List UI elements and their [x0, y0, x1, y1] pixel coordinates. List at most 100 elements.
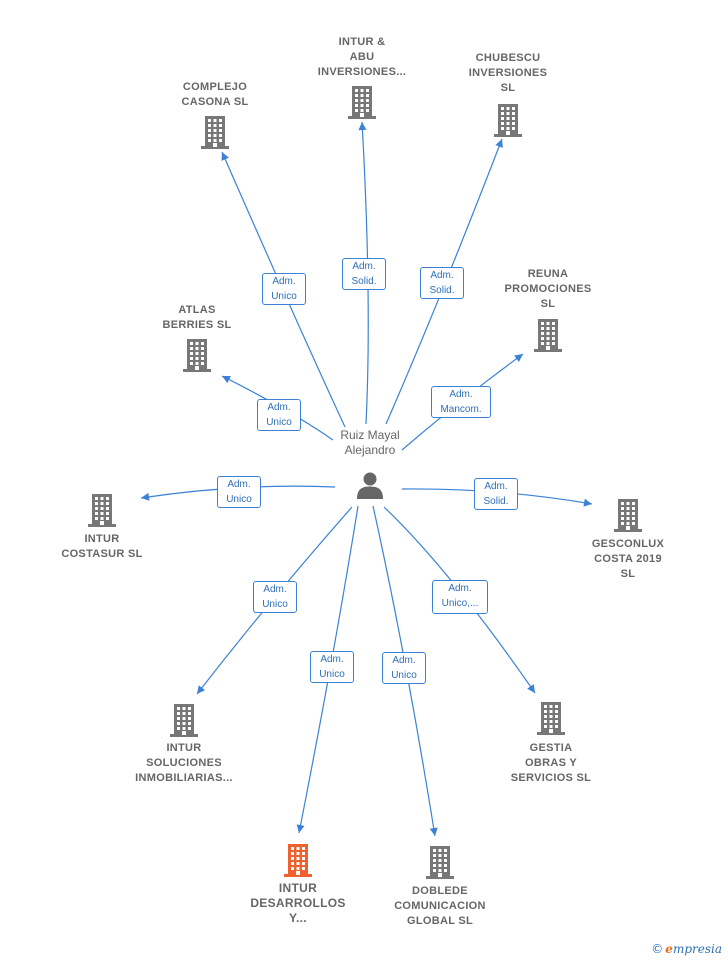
center-person-name-line-1: Ruiz Mayal: [340, 428, 400, 442]
arrowhead-intur-abu: [358, 122, 367, 131]
arrowhead-gesconlux: [583, 498, 592, 507]
building-icon[interactable]: [181, 337, 213, 373]
role-badge-intur-abu[interactable]: Adm. Solid.: [342, 258, 386, 290]
company-label-line: BERRIES SL: [162, 319, 232, 331]
role-badge-line: Unico: [262, 599, 288, 610]
company-label-line: ATLAS: [178, 304, 216, 316]
role-badge-line: Solid.: [429, 285, 455, 296]
building-icon[interactable]: [535, 700, 567, 736]
role-badge-line: Solid.: [351, 276, 377, 287]
building-icon[interactable]: [424, 844, 456, 880]
role-badge-line: Unico: [271, 291, 297, 302]
role-badge-line: Solid.: [483, 496, 509, 507]
company-label-soluciones[interactable]: INTUR SOLUCIONES INMOBILIARIAS...: [109, 741, 259, 786]
company-label-line: COMUNICACION: [394, 900, 486, 912]
company-label-chubescu[interactable]: CHUBESCU INVERSIONES SL: [433, 51, 583, 96]
role-badge-line: Adm.: [449, 389, 473, 400]
role-badge-atlas[interactable]: Adm. Unico: [257, 399, 301, 431]
building-icon[interactable]: [492, 102, 524, 138]
company-label-line: ABU: [349, 51, 375, 63]
role-badge-line: Adm.: [320, 654, 344, 665]
company-label-line: COSTA 2019: [594, 553, 662, 565]
company-label-line: CHUBESCU: [475, 52, 541, 64]
company-label-line: INMOBILIARIAS...: [135, 772, 233, 784]
role-badge-line: Adm.: [484, 481, 508, 492]
company-label-intur-abu[interactable]: INTUR & ABU INVERSIONES...: [287, 35, 437, 80]
arrowhead-doblede: [429, 827, 438, 836]
company-label-line: INTUR: [84, 533, 120, 545]
role-badge-line: Adm.: [352, 261, 376, 272]
building-icon[interactable]: [86, 492, 118, 528]
building-icon[interactable]: [168, 702, 200, 738]
copyright-symbol: ©: [651, 942, 664, 956]
role-badge-desarrollos[interactable]: Adm.Unico: [310, 651, 354, 683]
role-badge-line: Adm.: [272, 276, 296, 287]
role-badge-complejo[interactable]: Adm. Unico: [262, 273, 306, 305]
arrowhead-soluciones: [197, 685, 206, 694]
company-label-line: SL: [620, 568, 636, 580]
company-label-line: INVERSIONES...: [317, 66, 407, 78]
company-label-line: GLOBAL SL: [406, 915, 474, 927]
company-label-atlas[interactable]: ATLAS BERRIES SL: [122, 303, 272, 333]
role-badge-gestia[interactable]: Adm. Unico,...: [432, 580, 488, 614]
building-icon[interactable]: [282, 842, 314, 878]
arrowhead-desarrollos: [296, 824, 305, 833]
company-label-line: SERVICIOS SL: [510, 772, 592, 784]
role-badge-costasur[interactable]: Adm. Unico: [217, 476, 261, 508]
building-icon[interactable]: [199, 114, 231, 150]
building-icon[interactable]: [532, 317, 564, 353]
edge-complejo: [221, 151, 346, 428]
role-badge-line: Mancom.: [440, 404, 482, 415]
role-badge-gesconlux[interactable]: Adm. Solid.: [474, 478, 518, 510]
role-badge-soluciones[interactable]: Adm. Unico: [253, 581, 297, 613]
company-label-line: Y...: [289, 911, 307, 925]
person-icon[interactable]: [355, 470, 385, 500]
company-label-line: INTUR &: [338, 36, 386, 48]
role-badge-line: Adm.: [267, 402, 291, 413]
company-label-line: GESCONLUX: [591, 538, 665, 550]
company-label-reuna[interactable]: REUNA PROMOCIONES SL: [473, 267, 623, 312]
arrowhead-complejo: [221, 152, 229, 161]
building-icon[interactable]: [612, 497, 644, 533]
role-badge-line: Unico,...: [441, 598, 479, 609]
company-label-line: SL: [540, 298, 556, 310]
company-label-line: COSTASUR SL: [61, 548, 143, 560]
role-badge-line: Adm.: [227, 479, 251, 490]
role-badge-line: Adm.: [392, 655, 416, 666]
company-label-doblede[interactable]: DOBLEDE COMUNICACION GLOBAL SL: [365, 884, 515, 929]
company-label-line: INVERSIONES: [468, 67, 548, 79]
company-label-costasur[interactable]: INTUR COSTASUR SL: [27, 532, 177, 562]
role-badge-line: Adm.: [263, 584, 287, 595]
role-badge-line: Unico: [266, 417, 292, 428]
company-label-gestia[interactable]: GESTIA OBRAS Y SERVICIOS SL: [476, 741, 626, 786]
arrowhead-chubescu: [495, 139, 503, 148]
company-label-line: SOLUCIONES: [146, 757, 222, 769]
role-badge-doblede[interactable]: Adm. Unico: [382, 652, 426, 684]
company-label-line: COMPLEJO: [182, 81, 248, 93]
empresia-brand[interactable]: ©empresia: [651, 942, 722, 956]
company-label-line: OBRAS Y: [524, 757, 578, 769]
role-badge-reuna[interactable]: Adm. Mancom.: [431, 386, 491, 418]
role-badge-line: Unico: [391, 670, 417, 681]
arrowhead-atlas: [222, 376, 231, 384]
building-icon[interactable]: [346, 84, 378, 120]
company-label-line: PROMOCIONES: [504, 283, 592, 295]
company-label-line: REUNA: [527, 268, 569, 280]
role-badge-line: Adm.: [448, 583, 472, 594]
company-label-line: DESARROLLOS: [250, 896, 346, 910]
role-badge-chubescu[interactable]: Adm. Solid.: [420, 267, 464, 299]
center-person-name-line-2: Alejandro: [344, 443, 396, 457]
company-label-line: SL: [500, 82, 516, 94]
company-label-line: INTUR: [166, 742, 202, 754]
role-badge-line: Unico: [226, 494, 252, 505]
center-person-name[interactable]: Ruiz Mayal Alejandro: [310, 428, 430, 458]
company-label-line: DOBLEDE: [412, 885, 468, 897]
company-label-line: INTUR: [278, 881, 318, 895]
arrowhead-costasur: [141, 492, 150, 501]
role-badge-line: Adm.: [430, 270, 454, 281]
arrowhead-gestia: [527, 684, 535, 693]
company-label-line: GESTIA: [529, 742, 573, 754]
